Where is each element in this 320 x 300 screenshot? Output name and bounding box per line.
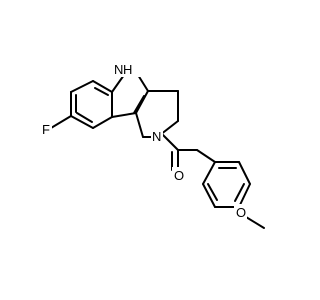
bond xyxy=(162,134,179,151)
bond xyxy=(111,74,125,93)
bond-to-fluorine xyxy=(50,115,72,129)
bond xyxy=(92,116,113,129)
atom-O-methoxy: O xyxy=(236,205,246,220)
bond xyxy=(135,90,149,114)
bond xyxy=(202,183,216,208)
atom-H-indole: H xyxy=(123,62,132,77)
double-bond-inner xyxy=(234,183,245,202)
bond xyxy=(137,74,149,92)
double-bond-inner xyxy=(207,183,218,201)
bond xyxy=(196,149,216,163)
atom-N-amide: N xyxy=(152,129,161,144)
bond xyxy=(135,112,144,138)
pyrrole-ring xyxy=(111,74,149,118)
benzene-ring-indole xyxy=(70,80,113,129)
double-bond-inner xyxy=(133,95,145,114)
bond xyxy=(70,80,94,93)
bond xyxy=(202,161,216,185)
atom-label-o-methoxy: O xyxy=(234,204,247,220)
atom-F: F xyxy=(42,122,50,137)
amide-group xyxy=(162,134,198,171)
bond xyxy=(238,183,251,208)
bond xyxy=(111,112,137,118)
structure-canvas: N H N O F O xyxy=(40,61,265,229)
double-bond-inner xyxy=(94,87,109,96)
bond xyxy=(92,80,113,93)
molecule-structure: N H N O F O xyxy=(40,61,265,229)
double-bond-inner xyxy=(76,112,93,123)
atom-label-nh: N H xyxy=(112,61,148,77)
atom-N-indole: N xyxy=(114,62,123,77)
atom-label-f: F xyxy=(40,121,52,137)
bond xyxy=(70,115,94,129)
bond xyxy=(238,161,251,185)
atom-O-carbonyl: O xyxy=(174,168,184,183)
bond xyxy=(245,216,265,229)
atom-label-n-amide: N xyxy=(151,129,163,145)
atom-label-o-carbonyl: O xyxy=(172,167,184,183)
methoxyphenyl-ring xyxy=(196,149,251,208)
